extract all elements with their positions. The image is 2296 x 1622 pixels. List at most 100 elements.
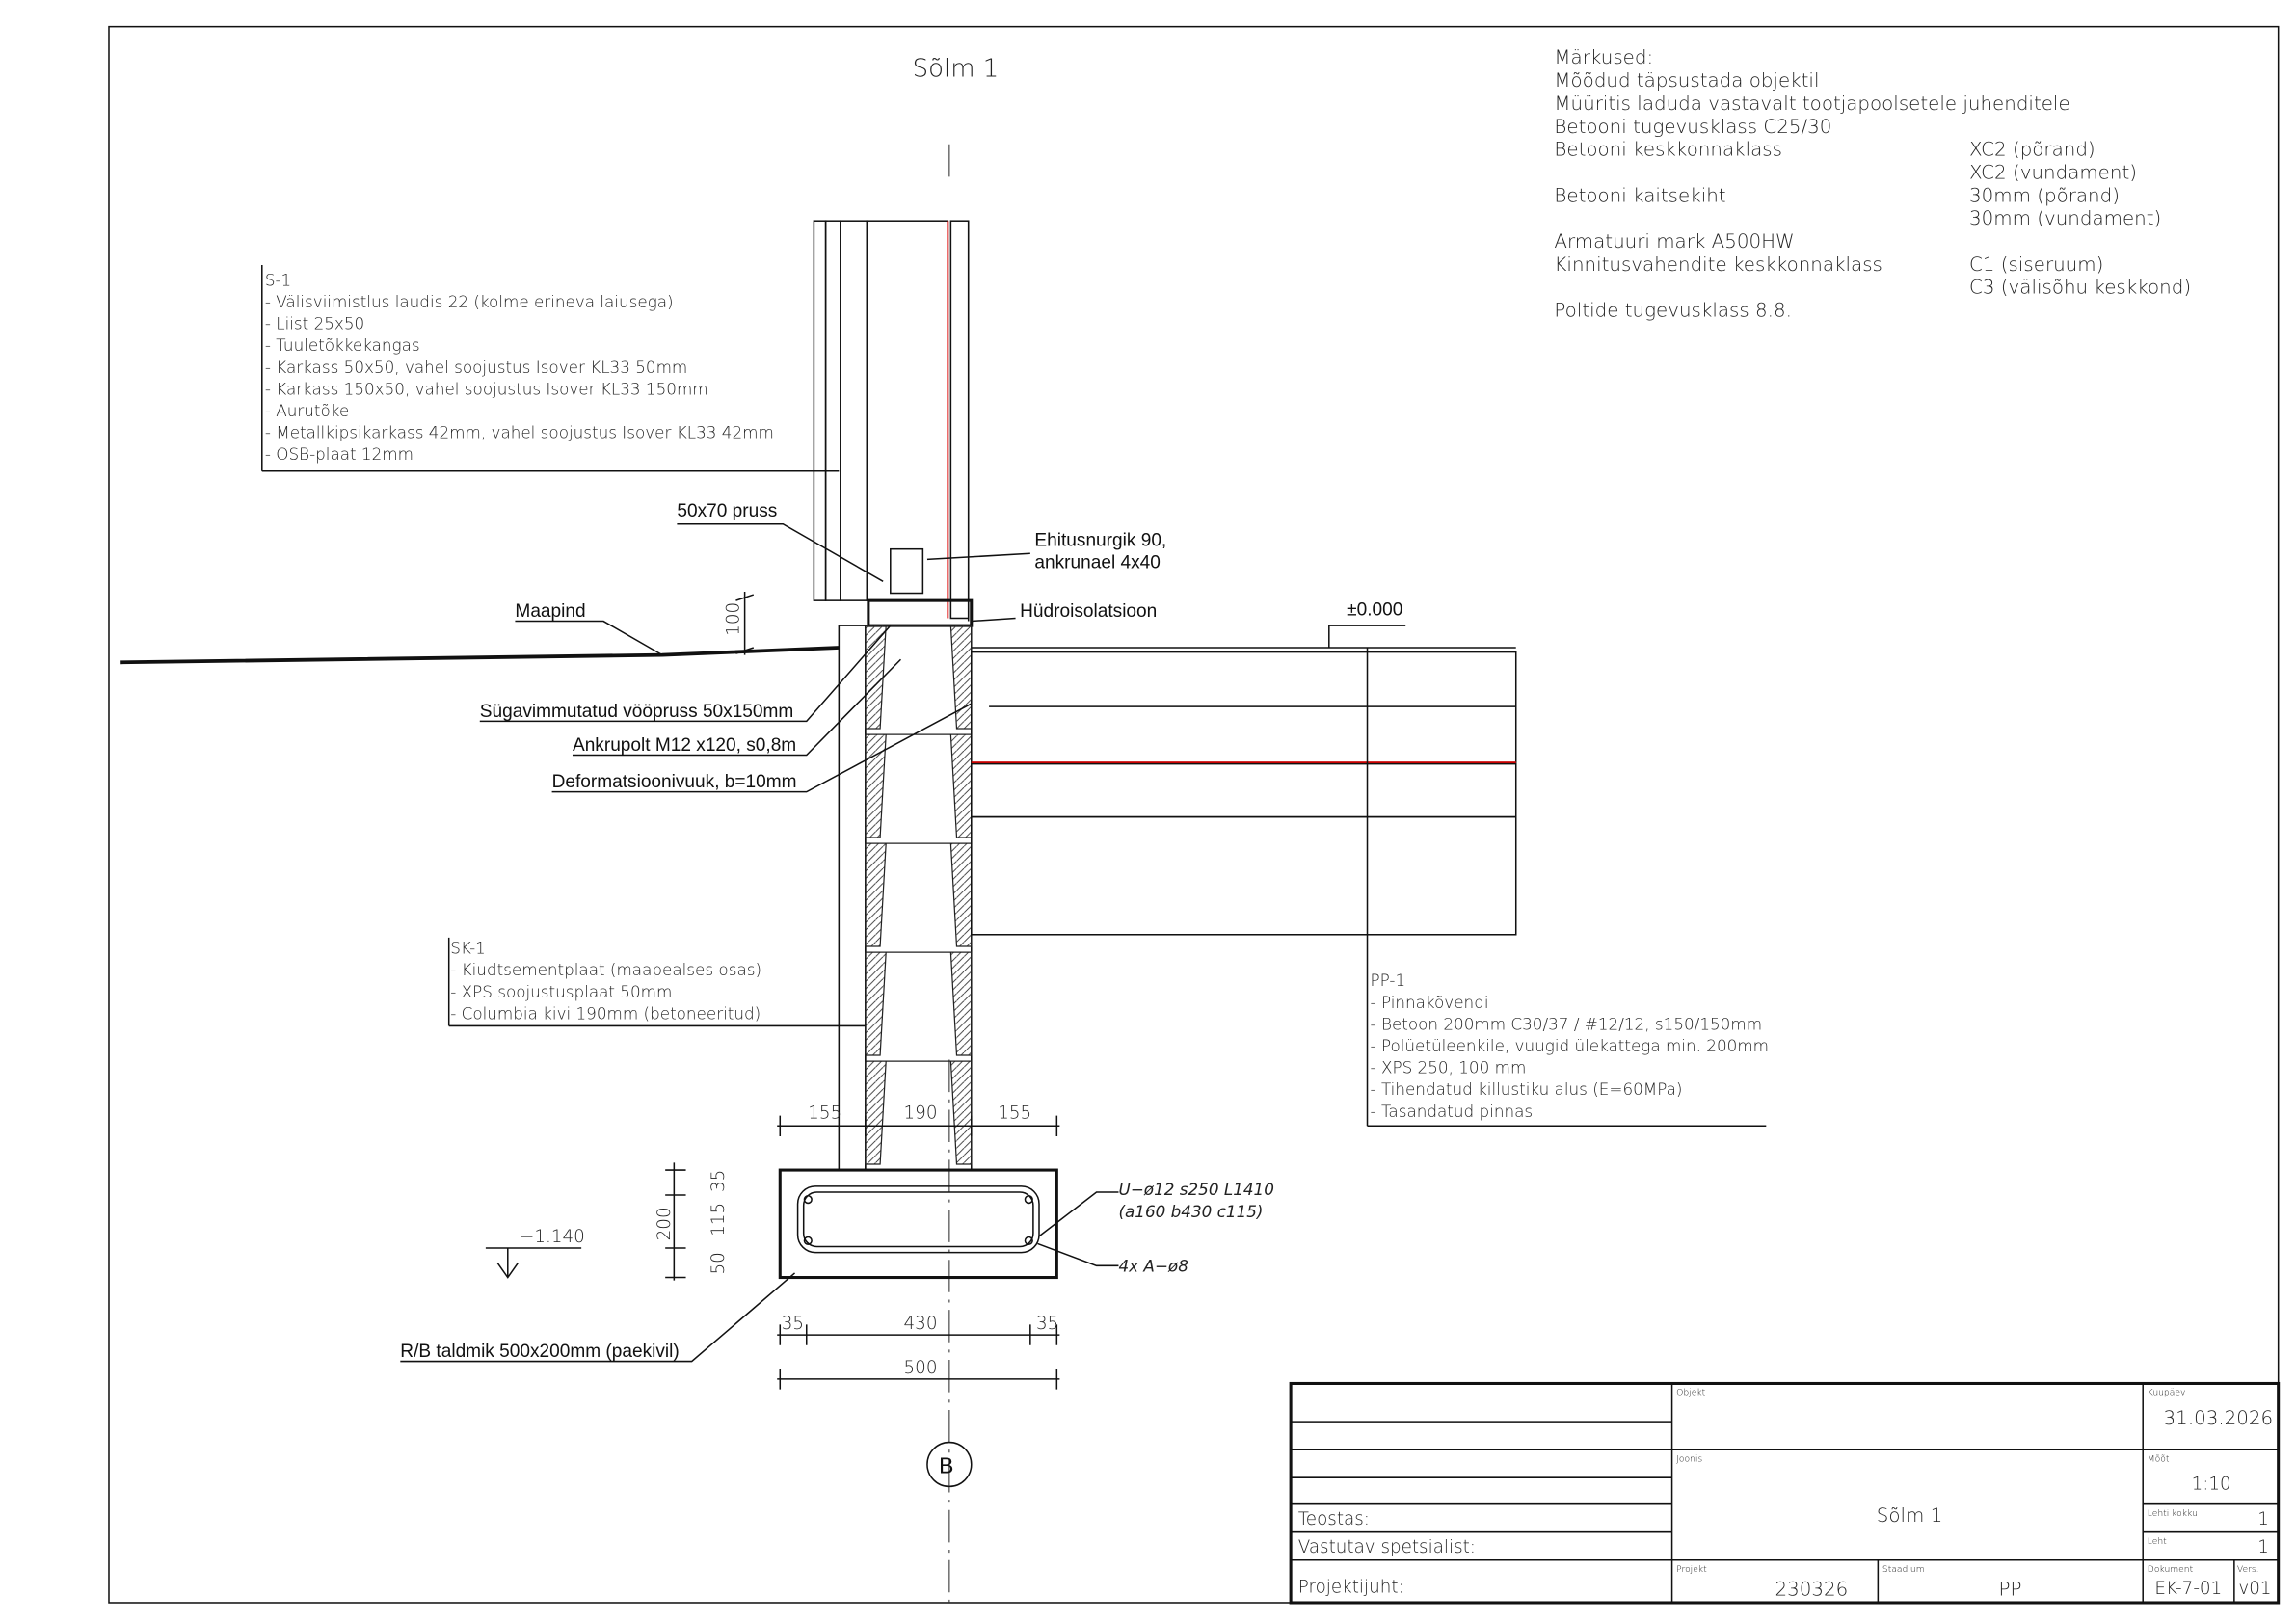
axis-marker-circle bbox=[926, 1441, 973, 1488]
s1-legend: S-1 - Välisviimistlus laudis 22 (kolme er… bbox=[265, 270, 774, 464]
s1-item: - Karkass 50x50, vahel soojustus Isover … bbox=[265, 358, 687, 377]
label-nurgik-1: Ehitusnurgik 90, bbox=[1034, 531, 1166, 551]
title-block: Teostas: Vastutav spetsialist: Projektij… bbox=[1289, 1381, 2281, 1605]
label-deform: Deformatsioonivuuk, b=10mm bbox=[552, 772, 797, 792]
drawing-title: Sõlm 1 bbox=[913, 55, 1000, 84]
tb-joonis-label: Joonis bbox=[1676, 1453, 1702, 1464]
sk1-title: SK-1 bbox=[450, 939, 486, 958]
wall-section bbox=[813, 220, 974, 627]
label-level-0: ±0.000 bbox=[1347, 599, 1402, 620]
tb-lehtikokku-label: Lehti kokku bbox=[2148, 1508, 2198, 1519]
note-line-value: C3 (välisõhu keskkond) bbox=[1969, 277, 2191, 299]
dim-115: 115 bbox=[708, 1203, 729, 1236]
dim-500: 500 bbox=[904, 1358, 938, 1378]
tb-kuupaev-value: 31.03.2026 bbox=[2164, 1407, 2274, 1429]
dim-35-right: 35 bbox=[1036, 1314, 1058, 1334]
pp1-item: - Pinnakõvendi bbox=[1371, 993, 1489, 1012]
notes-block: Märkused: Mõõdud täpsustada objektilMüür… bbox=[1554, 46, 2191, 322]
pp1-item: - Betoon 200mm C30/37 / #12/12, s150/150… bbox=[1371, 1014, 1763, 1033]
s1-item: - OSB-plaat 12mm bbox=[265, 444, 414, 464]
dim-155-left: 155 bbox=[808, 1103, 841, 1124]
ground-line bbox=[120, 646, 840, 665]
dimension-texts: 100 155 190 155 200 35 115 50 35 430 35 … bbox=[654, 602, 1059, 1378]
s1-item: - Karkass 150x50, vahel soojustus Isover… bbox=[265, 379, 708, 398]
label-pruss: 50x70 pruss bbox=[677, 501, 777, 521]
note-line: Müüritis laduda vastavalt tootjapoolsete… bbox=[1554, 93, 2069, 115]
label-hydro: Hüdroisolatsioon bbox=[1020, 601, 1157, 622]
sk1-item: - XPS soojustusplaat 50mm bbox=[450, 982, 672, 1001]
note-line-value: XC2 (vundament) bbox=[1969, 162, 2137, 184]
tb-vers-value: v01 bbox=[2238, 1579, 2271, 1599]
label-rebar-a: 4x A−ø8 bbox=[1118, 1256, 1188, 1275]
note-line-value: XC2 (põrand) bbox=[1969, 139, 2096, 161]
dim-190: 190 bbox=[904, 1103, 938, 1124]
sk1-item: - Columbia kivi 190mm (betoneeritud) bbox=[450, 1003, 761, 1023]
tb-vers-label: Vers. bbox=[2237, 1564, 2259, 1575]
pp1-item: - Polüetüleenkile, vuugid ülekattega min… bbox=[1371, 1036, 1769, 1055]
note-line: Betooni kaitsekiht bbox=[1554, 184, 1725, 206]
label-nurgik-2: ankrunael 4x40 bbox=[1034, 553, 1160, 573]
tb-joonis-value: Sõlm 1 bbox=[1877, 1504, 1943, 1527]
dim-430: 430 bbox=[904, 1314, 938, 1334]
footing bbox=[778, 1168, 1058, 1280]
floor-slab bbox=[971, 647, 1517, 971]
label-maapind: Maapind bbox=[515, 601, 585, 622]
sk1-item: - Kiudtsementplaat (maapealses osas) bbox=[450, 960, 761, 979]
pp1-title: PP-1 bbox=[1371, 971, 1406, 990]
s1-item: - Tuuletõkkekangas bbox=[265, 335, 420, 355]
axis-marker: B bbox=[939, 1453, 953, 1478]
tb-projektijuht: Projektijuht: bbox=[1298, 1577, 1404, 1597]
tb-vastutav: Vastutav spetsialist: bbox=[1298, 1537, 1476, 1557]
dim-200: 200 bbox=[654, 1207, 675, 1240]
note-line-value: 30mm (põrand) bbox=[1969, 184, 2120, 206]
dim-35-left: 35 bbox=[782, 1314, 804, 1334]
pp1-legend: PP-1 - Pinnakõvendi - Betoon 200mm C30/37 … bbox=[1371, 971, 1769, 1121]
dim-50: 50 bbox=[708, 1252, 729, 1274]
s1-item: - Välisviimistlus laudis 22 (kolme erine… bbox=[265, 292, 674, 311]
note-line: Armatuuri mark A500HW bbox=[1554, 230, 1794, 253]
note-line: Poltide tugevusklass 8.8. bbox=[1554, 299, 1791, 321]
dimension-lines bbox=[665, 1115, 1060, 1390]
tb-projekt-value: 230326 bbox=[1775, 1578, 1848, 1600]
note-line: Betooni keskkonnaklass bbox=[1554, 139, 1782, 161]
note-line-value: C1 (siseruum) bbox=[1969, 253, 2103, 276]
tb-leht-label: Leht bbox=[2148, 1536, 2167, 1547]
foundation-wall bbox=[838, 625, 973, 1171]
label-ankrupolt: Ankrupolt M12 x120, s0,8m bbox=[573, 735, 796, 756]
block-course bbox=[865, 625, 973, 730]
tb-staadium-value: PP bbox=[1999, 1578, 2022, 1600]
note-line: Betooni tugevusklass C25/30 bbox=[1554, 116, 1831, 138]
note-line: Mõõdud täpsustada objektil bbox=[1554, 69, 1819, 92]
labels: 50x70 pruss Ehitusnurgik 90, ankrunael 4… bbox=[400, 501, 1402, 1362]
tb-kuupaev-label: Kuupäev bbox=[2148, 1388, 2186, 1398]
dim-35-vertical: 35 bbox=[708, 1170, 729, 1192]
sk1-legend: SK-1 - Kiudtsementplaat (maapealses osas)… bbox=[450, 939, 761, 1024]
label-voopruss: Sügavimmutatud vööpruss 50x150mm bbox=[480, 702, 794, 722]
block-course bbox=[865, 951, 973, 1056]
dim-100: 100 bbox=[724, 602, 744, 636]
dim-155-right: 155 bbox=[998, 1103, 1031, 1124]
label-taldmik: R/B taldmik 500x200mm (paekivil) bbox=[400, 1342, 679, 1362]
tb-moot-label: Mõõt bbox=[2148, 1453, 2170, 1464]
block-course bbox=[865, 733, 973, 838]
s1-title: S-1 bbox=[265, 270, 291, 289]
label-rebar-u-2: (a160 b430 c115) bbox=[1118, 1202, 1263, 1221]
s1-item: - Metallkipsikarkass 42mm, vahel soojust… bbox=[265, 423, 774, 442]
pp1-item: - Tihendatud killustiku alus (E=60MPa) bbox=[1371, 1079, 1683, 1099]
label-rebar-u-1: U−ø12 s250 L1410 bbox=[1118, 1180, 1273, 1199]
block-course bbox=[865, 842, 973, 947]
tb-staadium-label: Staadium bbox=[1882, 1564, 1925, 1575]
pp1-item: - Tasandatud pinnas bbox=[1371, 1102, 1534, 1121]
note-line-value: 30mm (vundament) bbox=[1969, 207, 2161, 229]
s1-item: - Aurutõke bbox=[265, 401, 349, 420]
tb-lehtikokku-value: 1 bbox=[2257, 1509, 2269, 1529]
note-line: Kinnitusvahendite keskkonnaklass bbox=[1554, 253, 1882, 276]
s1-item: - Liist 25x50 bbox=[265, 314, 364, 333]
label-level-foot: −1.140 bbox=[520, 1227, 585, 1247]
tb-teostas: Teostas: bbox=[1298, 1509, 1370, 1529]
tb-dokument-label: Dokument bbox=[2148, 1564, 2194, 1575]
tb-moot-value: 1:10 bbox=[2192, 1474, 2231, 1494]
notes-heading: Märkused: bbox=[1554, 46, 1653, 68]
leader-lines bbox=[261, 470, 1767, 1363]
